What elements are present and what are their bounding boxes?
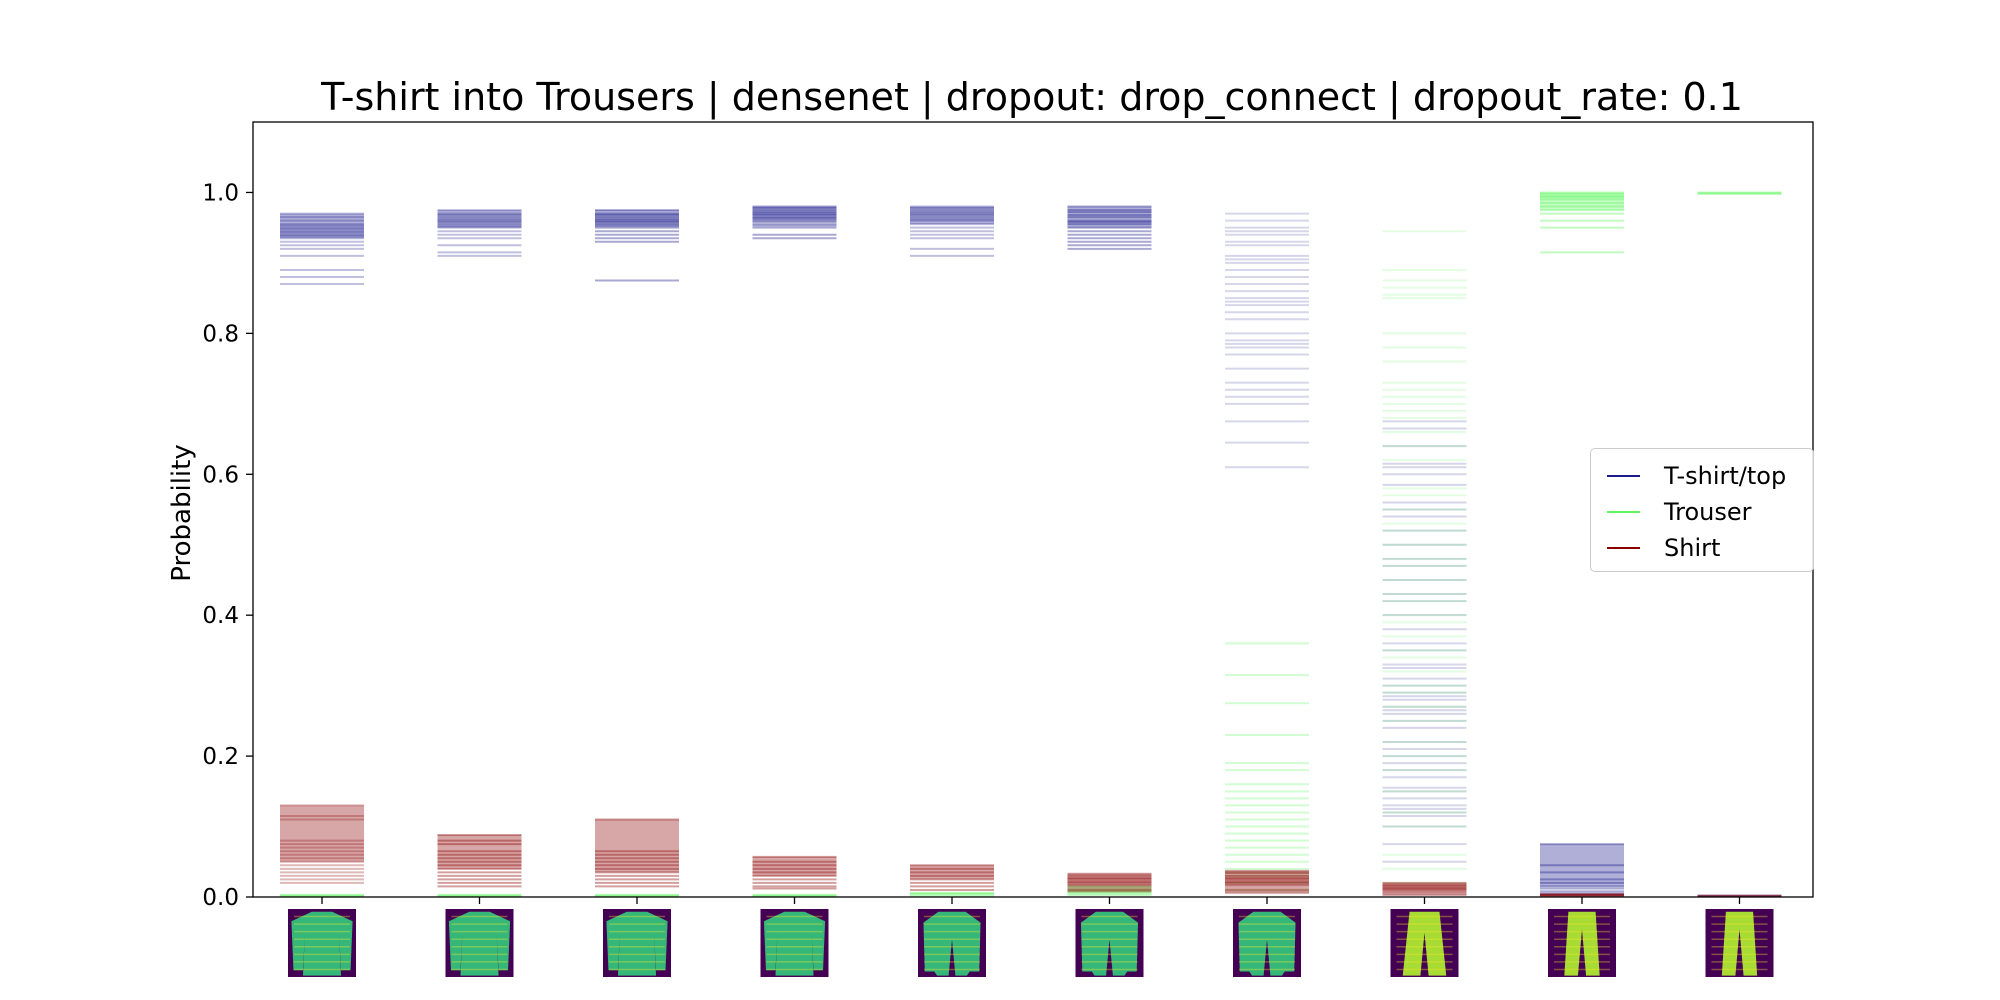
thumbnail-trouser-icon: [1548, 909, 1616, 977]
y-tick-label: 0.8: [202, 321, 239, 347]
thumbnail-tshirt-to-trouser-icon: [918, 909, 986, 977]
y-tick-label: 0.4: [202, 603, 239, 629]
thumbnail-trouser-like-icon: [1390, 909, 1459, 977]
y-tick-label: 0.2: [202, 744, 239, 770]
legend-label-shirt: Shirt: [1664, 534, 1721, 562]
legend-swatch-trouser: [1607, 511, 1640, 513]
sample-band-t-shirt-top: [1067, 206, 1152, 228]
legend-item-shirt: Shirt: [1607, 533, 1720, 563]
sample-band-t-shirt-top: [595, 210, 679, 227]
sample-band-trouser: [1540, 192, 1624, 211]
sample-band-shirt: [752, 856, 837, 876]
sample-band-shirt: [1067, 873, 1152, 886]
y-tick-label: 1.0: [202, 180, 239, 206]
sample-band-shirt: [1540, 894, 1624, 896]
y-tick-label: 0.0: [202, 885, 239, 911]
thumbnail-trouser-icon: [1705, 909, 1774, 977]
x-axis-thumbnails: [288, 909, 1774, 977]
thumbnail-tshirt-icon: [445, 909, 514, 977]
legend: T-shirt/top Trouser Shirt: [1590, 448, 1814, 572]
thumbnail-tshirt-icon: [603, 909, 671, 977]
sample-band-shirt: [595, 819, 679, 873]
y-axis-label: Probability: [167, 444, 197, 581]
x-axis-ticks: [321, 897, 1741, 904]
sample-band-t-shirt-top: [910, 206, 994, 225]
legend-item-tshirt: T-shirt/top: [1607, 461, 1786, 491]
legend-item-trouser: Trouser: [1607, 497, 1752, 527]
legend-swatch-tshirt: [1607, 475, 1640, 477]
sample-band-t-shirt-top: [1540, 844, 1624, 887]
sample-band-t-shirt-top: [280, 213, 364, 239]
thumbnail-tshirt-icon: [288, 909, 356, 977]
sample-band-t-shirt-top: [437, 210, 522, 228]
sample-band-trouser: [1067, 886, 1152, 893]
sample-band-shirt: [910, 865, 994, 880]
legend-swatch-shirt: [1607, 547, 1640, 549]
sample-band-shirt: [1382, 882, 1467, 891]
thumbnail-tshirt-icon: [760, 909, 829, 977]
sample-band-shirt: [437, 835, 522, 869]
y-axis-ticks: 0.0 0.2 0.4 0.6 0.8 1.0: [202, 180, 253, 911]
thumbnail-tshirt-to-trouser-icon: [1233, 909, 1301, 977]
thumbnail-tshirt-to-trouser-icon: [1075, 909, 1144, 977]
legend-label-tshirt: T-shirt/top: [1664, 462, 1787, 490]
legend-label-trouser: Trouser: [1664, 498, 1752, 526]
chart-title: T-shirt into Trousers | densenet | dropo…: [320, 75, 1743, 120]
y-tick-label: 0.6: [202, 462, 239, 488]
sample-band-trouser: [910, 892, 994, 895]
plot-lines: [280, 191, 1782, 898]
sample-band-t-shirt-top: [752, 206, 837, 221]
sample-band-shirt: [1225, 870, 1309, 886]
sample-band-shirt: [280, 805, 364, 862]
